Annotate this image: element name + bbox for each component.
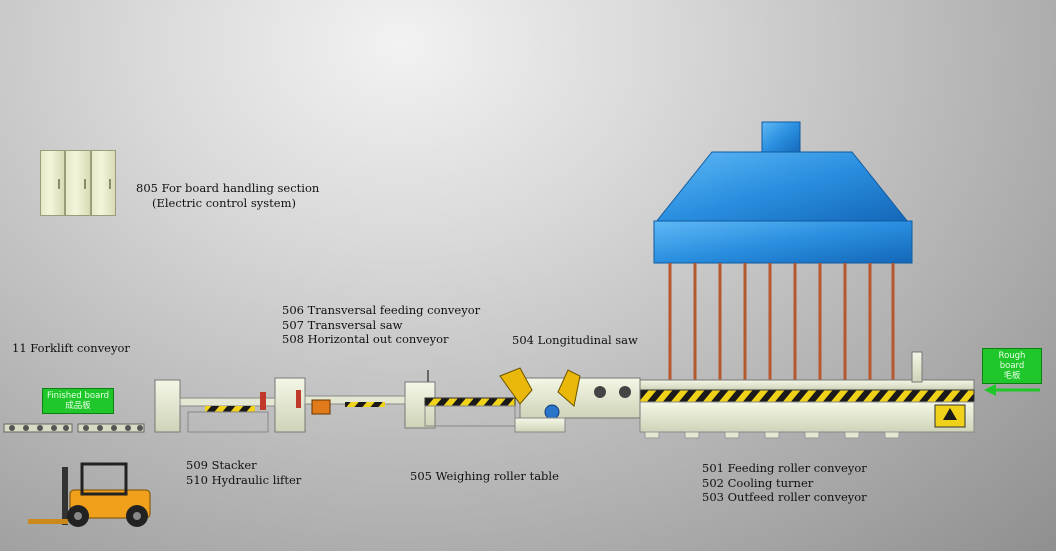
finished-board-cn: 成品板 bbox=[65, 401, 91, 411]
forklift bbox=[28, 462, 151, 527]
hood-suspension-rods bbox=[668, 263, 895, 382]
control-line2: (Electric control system) bbox=[152, 195, 296, 210]
forklift-conveyor-label: 11 Forklift conveyor bbox=[12, 341, 130, 355]
longitudinal-saw-label: 504 Longitudinal saw bbox=[512, 333, 638, 347]
conveyor-legs bbox=[644, 431, 900, 439]
weighing-roller-table bbox=[404, 370, 516, 429]
flow-direction-arrow-icon bbox=[984, 384, 1040, 396]
transversal-section-label: 506 Transversal feeding conveyor 507 Tra… bbox=[282, 303, 480, 347]
forklift-conveyor bbox=[3, 423, 145, 433]
control-cabinet bbox=[40, 150, 116, 216]
cabinet-door bbox=[40, 150, 66, 216]
stacker-label: 509 Stacker 510 Hydraulic lifter bbox=[186, 458, 301, 487]
rough-board-cn: 毛板 bbox=[1003, 371, 1021, 381]
longitudinal-saw bbox=[499, 367, 641, 433]
cabinet-door bbox=[90, 150, 116, 216]
rough-board-en: Rough board bbox=[998, 351, 1026, 371]
feeding-roller-conveyor bbox=[639, 351, 975, 433]
finished-board-en: Finished board bbox=[46, 391, 110, 401]
control-line1: 805 For board handling section bbox=[136, 181, 320, 195]
transversal-line1: 506 Transversal feeding conveyor bbox=[282, 303, 481, 317]
cabinet-door bbox=[65, 150, 91, 216]
feeding-line1: 501 Feeding roller conveyor bbox=[702, 461, 867, 475]
stacker bbox=[154, 379, 276, 433]
transversal-saw-section bbox=[274, 377, 406, 433]
transversal-line2: 507 Transversal saw bbox=[282, 317, 403, 332]
control-system-label: 805 For board handling section (Electric… bbox=[136, 181, 319, 210]
feeding-section-label: 501 Feeding roller conveyor 502 Cooling … bbox=[702, 461, 867, 505]
rough-board-tag: Rough board 毛板 bbox=[982, 348, 1042, 384]
stacker-line1: 509 Stacker bbox=[186, 458, 257, 472]
stacker-line2: 510 Hydraulic lifter bbox=[186, 472, 302, 487]
feeding-line2: 502 Cooling turner bbox=[702, 475, 814, 490]
finished-board-tag: Finished board 成品板 bbox=[42, 388, 114, 414]
transversal-line3: 508 Horizontal out conveyor bbox=[282, 332, 449, 346]
feeding-line3: 503 Outfeed roller conveyor bbox=[702, 490, 867, 504]
weighing-table-label: 505 Weighing roller table bbox=[410, 469, 559, 483]
exhaust-hood bbox=[653, 121, 913, 264]
